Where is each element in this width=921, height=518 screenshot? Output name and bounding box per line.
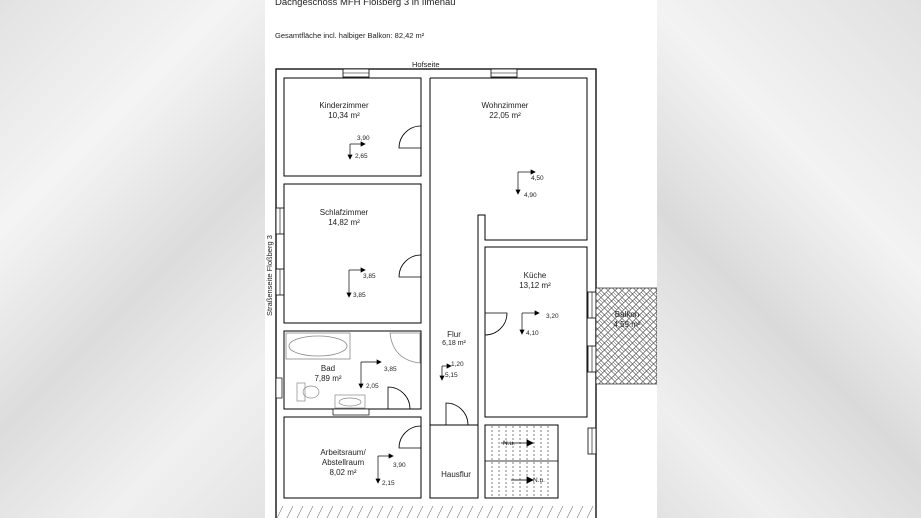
dim-marker-arbeitsraum bbox=[375, 453, 394, 484]
stair-arrow-lower bbox=[511, 476, 534, 484]
room-hausflur bbox=[429, 424, 479, 499]
dim-marker-flur bbox=[439, 363, 452, 381]
room-kinderzimmer bbox=[283, 77, 422, 177]
window-right-lower bbox=[587, 345, 597, 373]
dim-marker-kueche bbox=[519, 310, 540, 335]
balcony bbox=[595, 287, 657, 385]
dim-w-bad: 3,85 bbox=[384, 366, 397, 373]
bathtub bbox=[285, 332, 351, 360]
plan-title: Dachgeschoss MFH Floßberg 3 in Ilmenau bbox=[275, 0, 456, 8]
room-area-kueche: 13,12 m² bbox=[519, 281, 551, 290]
outer-wall bbox=[275, 68, 597, 518]
sink bbox=[334, 394, 366, 409]
shower bbox=[389, 332, 421, 364]
window-right-upper bbox=[587, 291, 597, 319]
background-left bbox=[0, 0, 265, 518]
dim-marker-bad bbox=[358, 359, 382, 389]
dim-d-schlafzimmer: 3,85 bbox=[353, 292, 366, 299]
room-schlafzimmer bbox=[283, 183, 422, 324]
stair-arrow-upper bbox=[501, 439, 534, 447]
window-top-left bbox=[342, 68, 370, 78]
door-schlafzimmer bbox=[398, 254, 422, 278]
door-kinderzimmer bbox=[398, 125, 422, 149]
dim-d-flur: 5,15 bbox=[445, 372, 458, 379]
label-hofseite: Hofseite bbox=[412, 60, 440, 69]
room-area-schlafzimmer: 14,82 m² bbox=[328, 218, 360, 227]
door-bad bbox=[387, 386, 411, 410]
background-right bbox=[657, 0, 921, 518]
floor-plan-sheet: Dachgeschoss MFH Floßberg 3 in Ilmenau G… bbox=[265, 0, 657, 518]
room-wohnzimmer bbox=[430, 77, 588, 425]
room-name-wohnzimmer: Wohnzimmer bbox=[482, 101, 529, 110]
dim-w-arbeitsraum: 3,90 bbox=[393, 462, 406, 469]
dim-d-wohnzimmer: 4,90 bbox=[524, 192, 537, 199]
dim-d-bad: 2,05 bbox=[366, 383, 379, 390]
dim-marker-kinderzimmer bbox=[347, 141, 366, 160]
door-arbeitsraum bbox=[398, 425, 422, 449]
room-area-arbeitsraum: 8,02 m² bbox=[329, 468, 356, 477]
door-kueche bbox=[484, 312, 508, 336]
dim-marker-wohnzimmer bbox=[515, 169, 536, 195]
toilet bbox=[296, 382, 320, 402]
room-name-flur: Flur bbox=[447, 330, 461, 339]
dim-w-kueche: 3,20 bbox=[546, 313, 559, 320]
room-area-balkon: 4,59 m² bbox=[613, 320, 640, 329]
room-area-bad: 7,89 m² bbox=[314, 374, 341, 383]
room-area-kinderzimmer: 10,34 m² bbox=[328, 111, 360, 120]
room-name-balkon: Balkon bbox=[615, 310, 639, 319]
room-area-flur: 6,18 m² bbox=[442, 340, 466, 347]
room-name-kinderzimmer: Kinderzimmer bbox=[319, 101, 369, 110]
window-left-bad bbox=[275, 377, 283, 399]
window-bad-bottom bbox=[332, 408, 370, 416]
floor-plan: Hofseite Straßenseite Floßberg 3 Kinderz… bbox=[265, 60, 657, 518]
room-name-hausflur: Hausflur bbox=[441, 470, 471, 479]
stair-label-lower: N.u. bbox=[533, 477, 545, 484]
room-name-bad: Bad bbox=[321, 364, 335, 373]
bottom-wall-hatch bbox=[276, 505, 594, 518]
dim-w-flur: 1,20 bbox=[451, 361, 464, 368]
staircase bbox=[484, 424, 559, 499]
stair-steps-lower bbox=[491, 462, 549, 497]
window-top-right bbox=[490, 68, 518, 78]
plan-subtitle: Gesamtfläche incl. halbiger Balkon: 82,4… bbox=[275, 31, 425, 40]
label-strassenseite: Straßenseite Floßberg 3 bbox=[265, 235, 274, 316]
dim-d-arbeitsraum: 2,15 bbox=[382, 480, 395, 487]
dim-d-kueche: 4,10 bbox=[526, 330, 539, 337]
window-left-lower bbox=[275, 268, 285, 296]
stair-label-upper: N.u. bbox=[503, 440, 515, 447]
dim-marker-schlafzimmer bbox=[346, 267, 366, 298]
room-name-schlafzimmer: Schlafzimmer bbox=[320, 208, 369, 217]
room-area-wohnzimmer: 22,05 m² bbox=[489, 111, 521, 120]
dim-w-wohnzimmer: 4,50 bbox=[531, 175, 544, 182]
room-name-arbeitsraum-1: Arbeitsraum/ bbox=[320, 448, 366, 457]
door-flur bbox=[445, 402, 469, 426]
room-arbeitsraum bbox=[283, 416, 422, 499]
room-name-arbeitsraum-2: Abstellraum bbox=[322, 458, 365, 467]
dim-d-kinderzimmer: 2,65 bbox=[355, 153, 368, 160]
room-kueche bbox=[484, 246, 588, 418]
window-right-stair bbox=[587, 427, 597, 455]
dim-w-schlafzimmer: 3,85 bbox=[363, 273, 376, 280]
dim-w-kinderzimmer: 3,90 bbox=[357, 135, 370, 142]
window-left-upper bbox=[275, 207, 285, 235]
room-name-kueche: Küche bbox=[524, 271, 547, 280]
